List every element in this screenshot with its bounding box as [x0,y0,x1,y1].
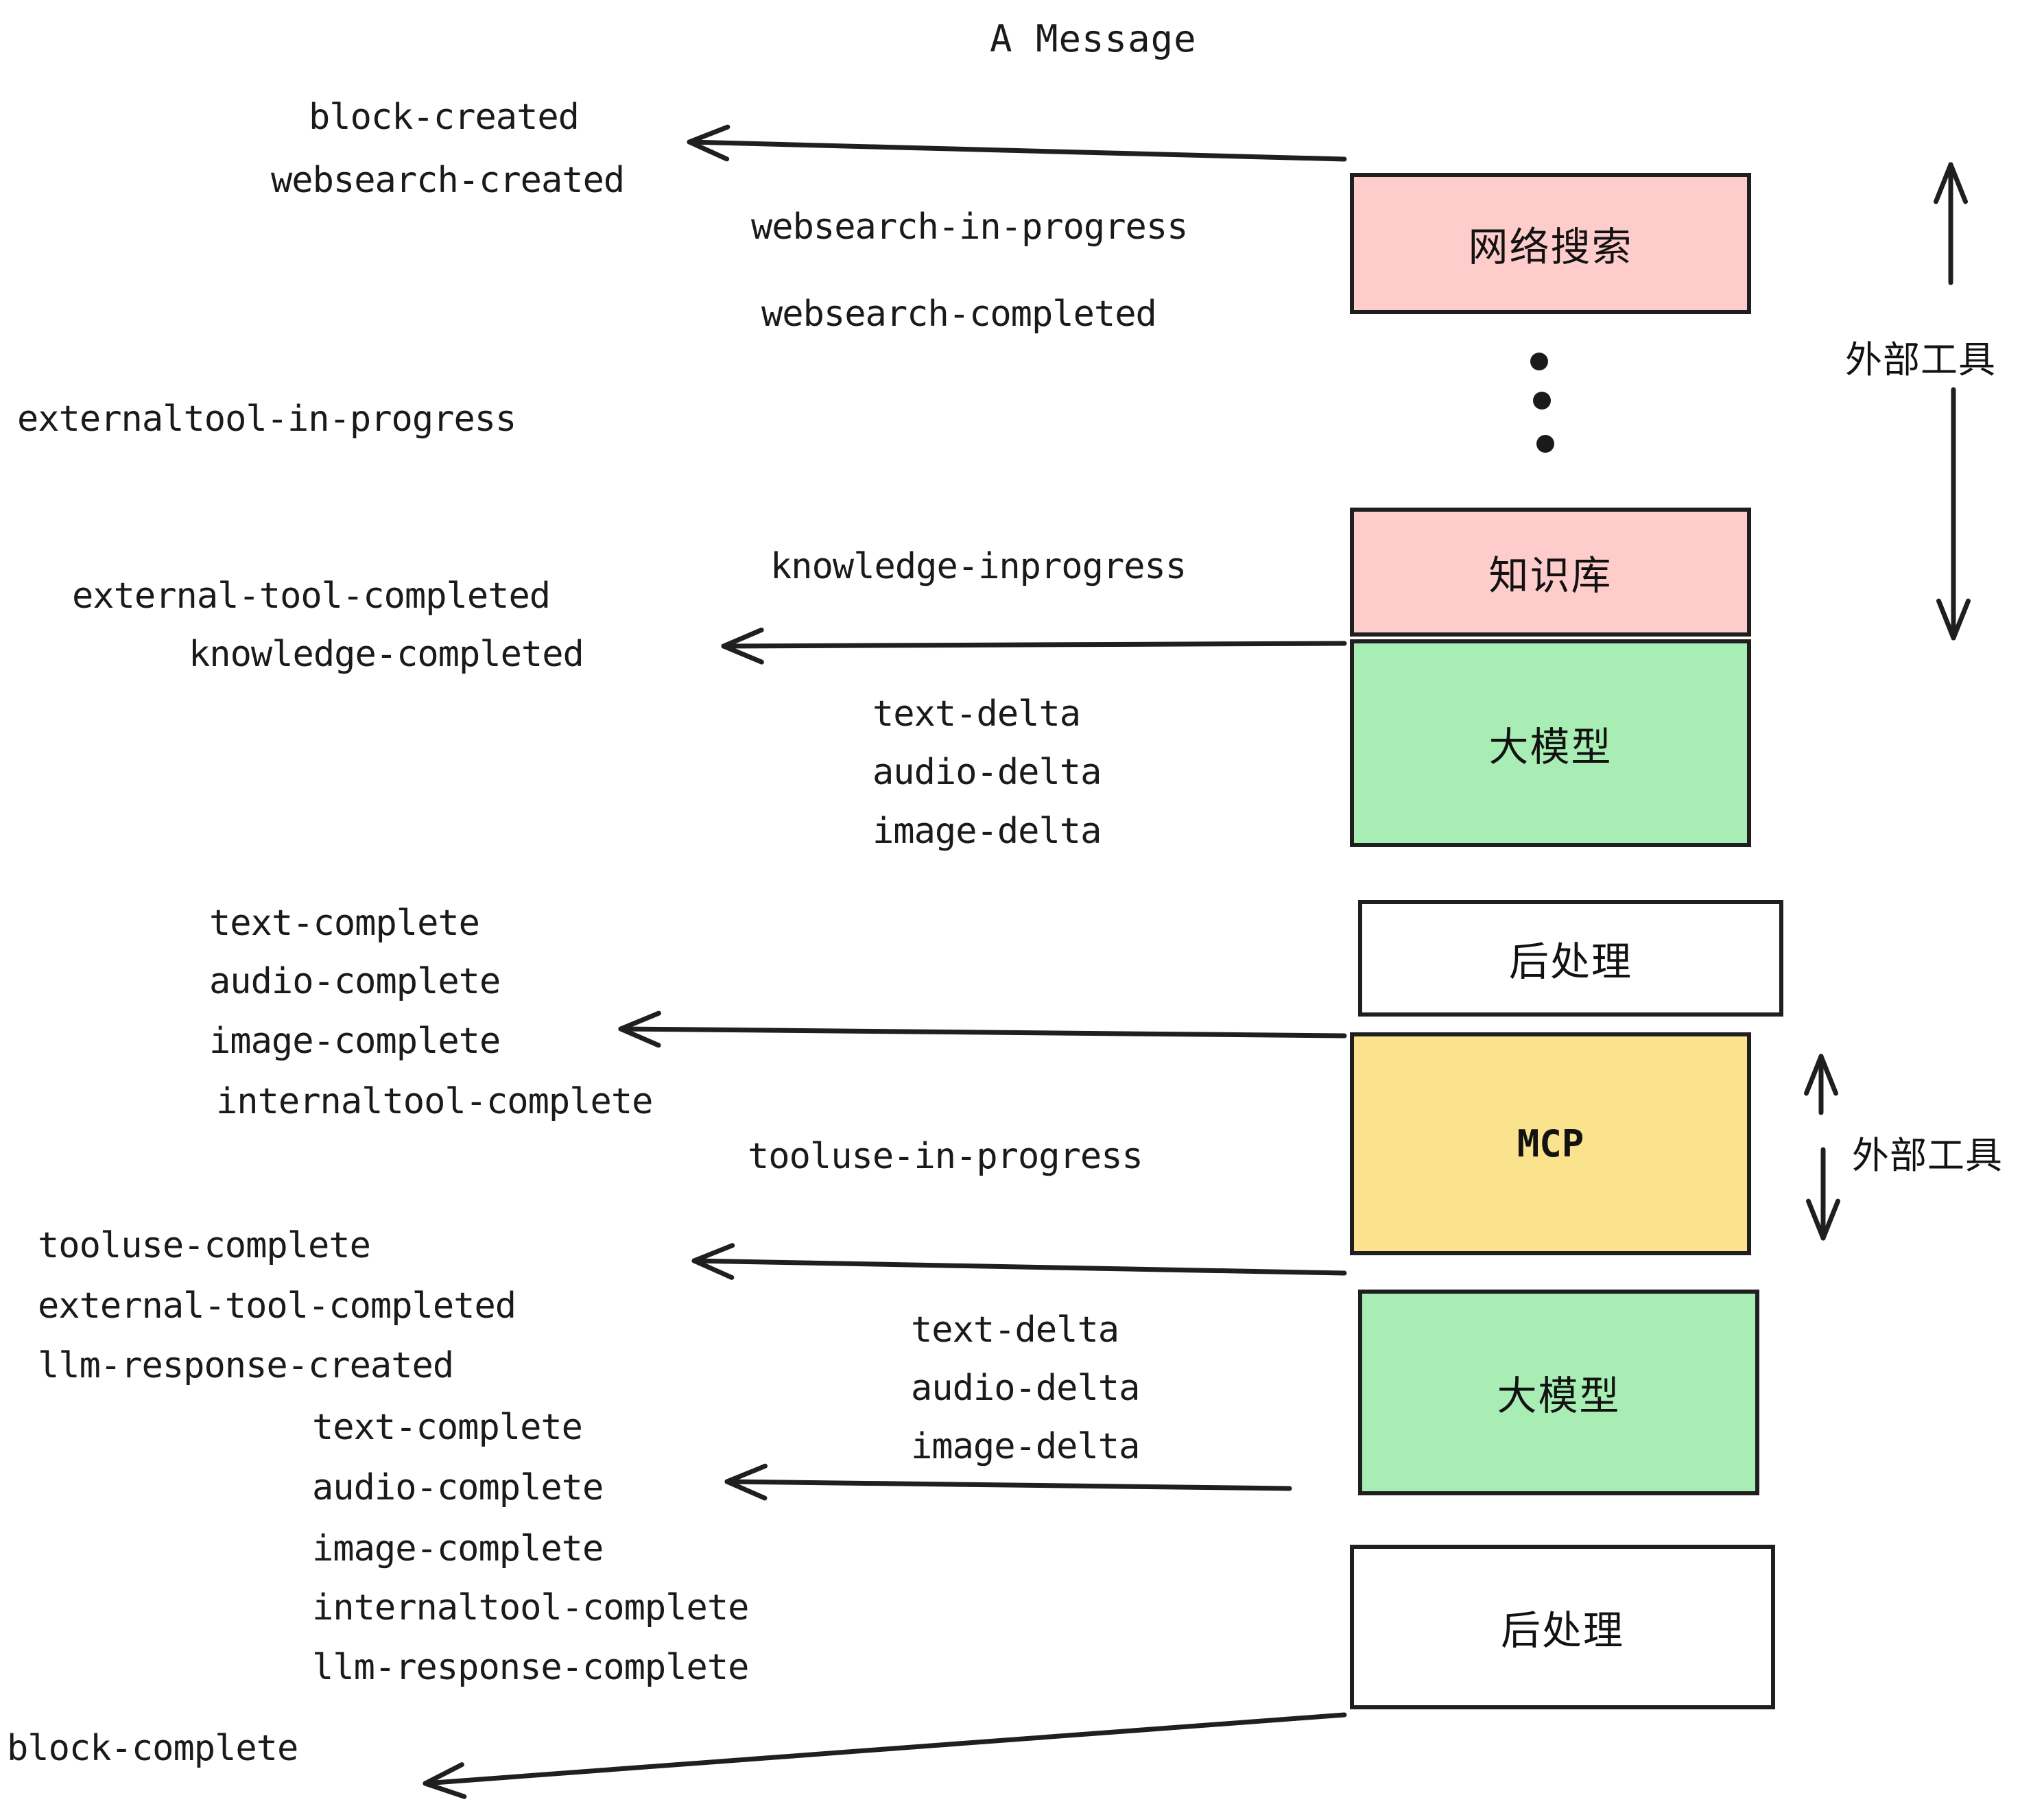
node-box-llm_top: 大模型 [1350,639,1751,847]
arrow-line-arrow-image-complete [618,1026,1347,1039]
arrowhead-arrow-tooluse-complete-head-a [691,1258,735,1280]
event-label-audio-delta-1: audio-delta [872,752,1102,793]
node-box-llm_bottom: 大模型 [1358,1290,1759,1495]
event-label-knowledge-completed: knowledge-completed [189,634,584,675]
event-label-block-complete: block-complete [7,1728,298,1769]
event-label-websearch-created: websearch-created [271,160,625,201]
event-label-external-tool-completed-2: external-tool-completed [38,1285,516,1327]
scope-head-scope-bottom-up-head-b [1818,1054,1839,1096]
arrowhead-arrow-block-complete-head-a [423,1781,467,1799]
ellipsis-dot-2 [1533,392,1551,410]
event-label-websearch-completed: websearch-completed [761,294,1157,335]
node-box-post_bottom: 后处理 [1350,1545,1775,1709]
ellipsis-dot-1 [1530,353,1548,370]
diagram-title: A Message [990,17,1197,60]
event-label-text-delta-2: text-delta [911,1309,1119,1351]
event-label-external-tool-completed-1: external-tool-completed [72,575,551,617]
arrow-line-arrow-block-complete [423,1712,1347,1786]
event-label-knowledge-inprogress: knowledge-inprogress [770,546,1187,587]
event-label-text-complete-1: text-complete [209,903,480,944]
event-label-llm-response-complete: llm-response-complete [312,1647,749,1688]
arrowhead-arrow-websearch-created-head-b [687,124,730,145]
node-box-mcp: MCP [1350,1032,1751,1255]
event-label-audio-complete-1: audio-complete [209,961,501,1002]
arrowhead-arrow-block-complete-head-b [423,1762,464,1786]
event-label-audio-complete-2: audio-complete [312,1467,604,1508]
side-label-external-tools-bottom: 外部工具 [1852,1134,2003,1177]
event-label-image-delta-2: image-delta [911,1426,1140,1467]
node-box-websearch: 网络搜索 [1350,173,1751,314]
event-label-websearch-in-progress: websearch-in-progress [751,206,1188,248]
arrowhead-arrow-audio-complete-head-a [724,1479,768,1501]
event-label-llm-response-created: llm-response-created [38,1345,454,1386]
arrow-line-arrow-tooluse-complete [691,1258,1347,1276]
arrow-line-arrow-websearch-created [687,139,1347,162]
scope-head-scope-top-down-head-a [1951,598,1971,641]
event-label-tooluse-in-progress: tooluse-in-progress [748,1136,1143,1177]
event-label-text-delta-1: text-delta [872,693,1081,735]
event-label-image-complete-1: image-complete [209,1021,501,1062]
event-label-block-created: block-created [309,97,580,138]
arrow-line-arrow-knowledge-completed [721,641,1347,649]
arrowhead-arrow-audio-complete-head-b [724,1463,768,1484]
scope-head-scope-top-up-head-a [1933,162,1953,204]
scope-head-scope-bottom-up-head-a [1803,1054,1824,1096]
scope-head-scope-top-down-head-b [1936,598,1956,641]
arrowhead-arrow-websearch-created-head-a [687,139,730,162]
arrowhead-arrow-tooluse-complete-head-b [691,1243,735,1263]
side-label-external-tools-top: 外部工具 [1845,338,1996,381]
scope-head-scope-bottom-down-head-b [1805,1198,1826,1241]
node-box-post_top: 后处理 [1358,900,1783,1017]
ellipsis-dot-3 [1536,435,1554,453]
scope-head-scope-top-up-head-b [1948,162,1969,204]
arrowhead-arrow-knowledge-completed-head-b [721,627,764,649]
event-label-audio-delta-2: audio-delta [911,1368,1140,1409]
event-label-tooluse-complete: tooluse-complete [38,1225,371,1266]
arrowhead-arrow-knowledge-completed-head-a [721,643,764,665]
arrowhead-arrow-image-complete-head-a [618,1026,661,1048]
event-label-internaltool-complete-2: internaltool-complete [312,1587,749,1628]
event-label-image-complete-2: image-complete [312,1528,604,1569]
arrow-line-arrow-audio-complete [724,1479,1292,1491]
event-label-internaltool-complete-1: internaltool-complete [216,1081,653,1122]
node-box-knowledge: 知识库 [1350,508,1751,637]
event-label-image-delta-1: image-delta [872,811,1102,852]
event-label-externaltool-in-progress: externaltool-in-progress [17,399,516,440]
arrowhead-arrow-image-complete-head-b [618,1010,661,1032]
event-label-text-complete-2: text-complete [312,1407,583,1448]
scope-head-scope-bottom-down-head-a [1820,1198,1841,1241]
